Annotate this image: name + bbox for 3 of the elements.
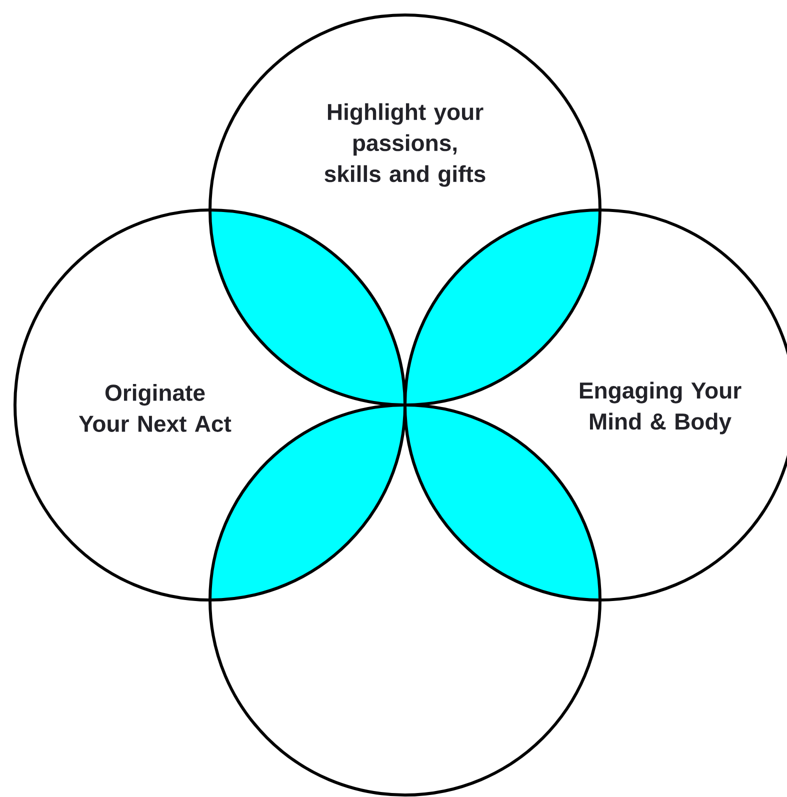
circle-label: Originate Your Next Act <box>78 384 232 432</box>
circle-label: Highlight your passions, skills and gifts <box>324 103 486 187</box>
circle-label: Engaging Your Mind & Body <box>580 382 742 434</box>
